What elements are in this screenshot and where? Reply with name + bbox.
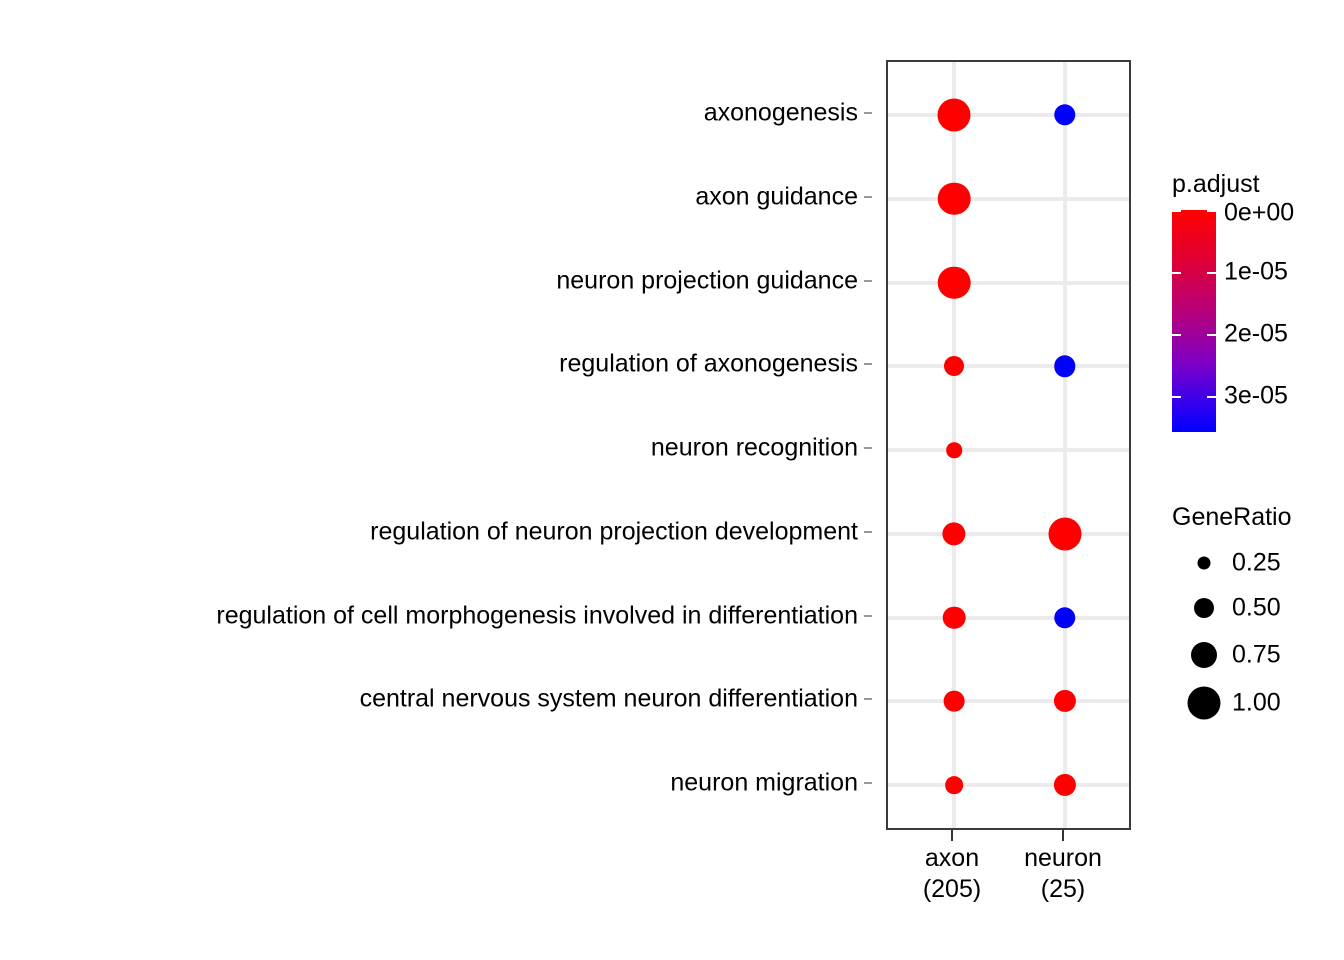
legend-title-padjust: p.adjust — [1172, 170, 1260, 198]
y-axis-label: central nervous system neuron differenti… — [359, 684, 858, 713]
data-point — [1053, 690, 1077, 713]
data-point — [944, 356, 964, 377]
data-point — [1053, 773, 1077, 797]
colorbar-tick — [1172, 272, 1181, 274]
colorbar-tick-label: 0e+00 — [1224, 198, 1295, 227]
gridline-horizontal — [888, 281, 1129, 285]
gridline-horizontal — [888, 197, 1129, 201]
data-point — [1048, 517, 1082, 551]
data-point — [1054, 104, 1076, 126]
colorbar-tick — [1172, 334, 1181, 336]
x-axis-label-count: (25) — [1040, 874, 1086, 903]
gridline-horizontal — [888, 783, 1129, 787]
y-axis-tick — [864, 363, 872, 365]
gridline-horizontal — [888, 532, 1129, 536]
x-axis-label-neuron: neuron (25) — [1024, 843, 1102, 905]
x-axis-label-name: axon — [924, 844, 980, 872]
data-point — [1054, 606, 1076, 629]
colorbar-tick — [1207, 396, 1216, 398]
gridline-horizontal — [888, 448, 1129, 452]
x-axis-label-count: (205) — [922, 874, 982, 903]
data-point — [942, 522, 966, 546]
y-axis-tick — [864, 280, 872, 282]
y-axis-label: neuron recognition — [650, 433, 858, 462]
y-axis-labels: axonogenesis axon guidance neuron projec… — [216, 98, 872, 797]
x-axis-tick — [1062, 830, 1064, 841]
legend-size-label: 1.00 — [1232, 688, 1281, 717]
y-axis-label: axon guidance — [695, 182, 858, 211]
y-axis-label: regulation of neuron projection developm… — [370, 517, 858, 546]
data-point — [942, 606, 966, 629]
gridline-horizontal — [888, 364, 1129, 368]
data-point — [937, 182, 971, 216]
colorbar-tick — [1207, 210, 1216, 212]
data-point — [937, 98, 971, 132]
colorbar-tick — [1207, 272, 1216, 274]
plot-area — [888, 62, 1129, 828]
colorbar-tick-label: 2e-05 — [1224, 319, 1288, 348]
gridline-horizontal — [888, 699, 1129, 703]
plot-panel — [886, 60, 1131, 830]
y-axis-label: regulation of cell morphogenesis involve… — [216, 601, 858, 630]
y-axis-label: neuron migration — [670, 768, 858, 797]
legend-size-dot — [1194, 598, 1214, 618]
gridline-vertical — [1063, 62, 1067, 828]
colorbar-tick — [1172, 210, 1181, 212]
legend-title-generatio: GeneRatio — [1172, 503, 1292, 531]
legend-size-dot — [1197, 556, 1211, 570]
y-axis-tick — [864, 112, 872, 114]
legend-size-dot — [1187, 686, 1221, 720]
colorbar-tick — [1172, 396, 1181, 398]
x-axis-label-axon: axon (205) — [923, 843, 981, 905]
y-axis-tick — [864, 782, 872, 784]
y-axis-tick — [864, 615, 872, 617]
colorbar-tick-label: 1e-05 — [1224, 257, 1288, 286]
x-axis-label-name: neuron — [1024, 844, 1102, 872]
data-point — [945, 776, 963, 794]
data-point — [937, 266, 971, 299]
y-axis-tick — [864, 531, 872, 533]
y-axis-tick — [864, 698, 872, 700]
colorbar-tick — [1207, 334, 1216, 336]
y-axis-tick — [864, 447, 872, 449]
gridline-horizontal — [888, 113, 1129, 117]
legend-size-dot — [1191, 642, 1217, 668]
x-axis-ticks — [886, 830, 1131, 842]
data-point — [943, 690, 965, 712]
data-points-layer — [888, 62, 1129, 828]
x-axis-tick — [951, 830, 953, 841]
y-axis-label: neuron projection guidance — [556, 266, 858, 295]
legend-size-label: 0.50 — [1232, 593, 1281, 622]
legend-size-label: 0.75 — [1232, 640, 1281, 669]
legend-size-label: 0.25 — [1232, 548, 1281, 577]
colorbar-padjust — [1172, 210, 1216, 432]
colorbar-tick-label: 3e-05 — [1224, 381, 1288, 410]
y-axis-tick — [864, 196, 872, 198]
data-point — [946, 442, 962, 458]
y-axis-label: regulation of axonogenesis — [559, 349, 858, 378]
data-point — [1054, 355, 1076, 377]
gridline-horizontal — [888, 616, 1129, 620]
y-axis-label: axonogenesis — [703, 98, 858, 127]
legend-container: p.adjust 0e+00 1e-05 2e-05 3e-05 GeneRat… — [1168, 0, 1344, 960]
